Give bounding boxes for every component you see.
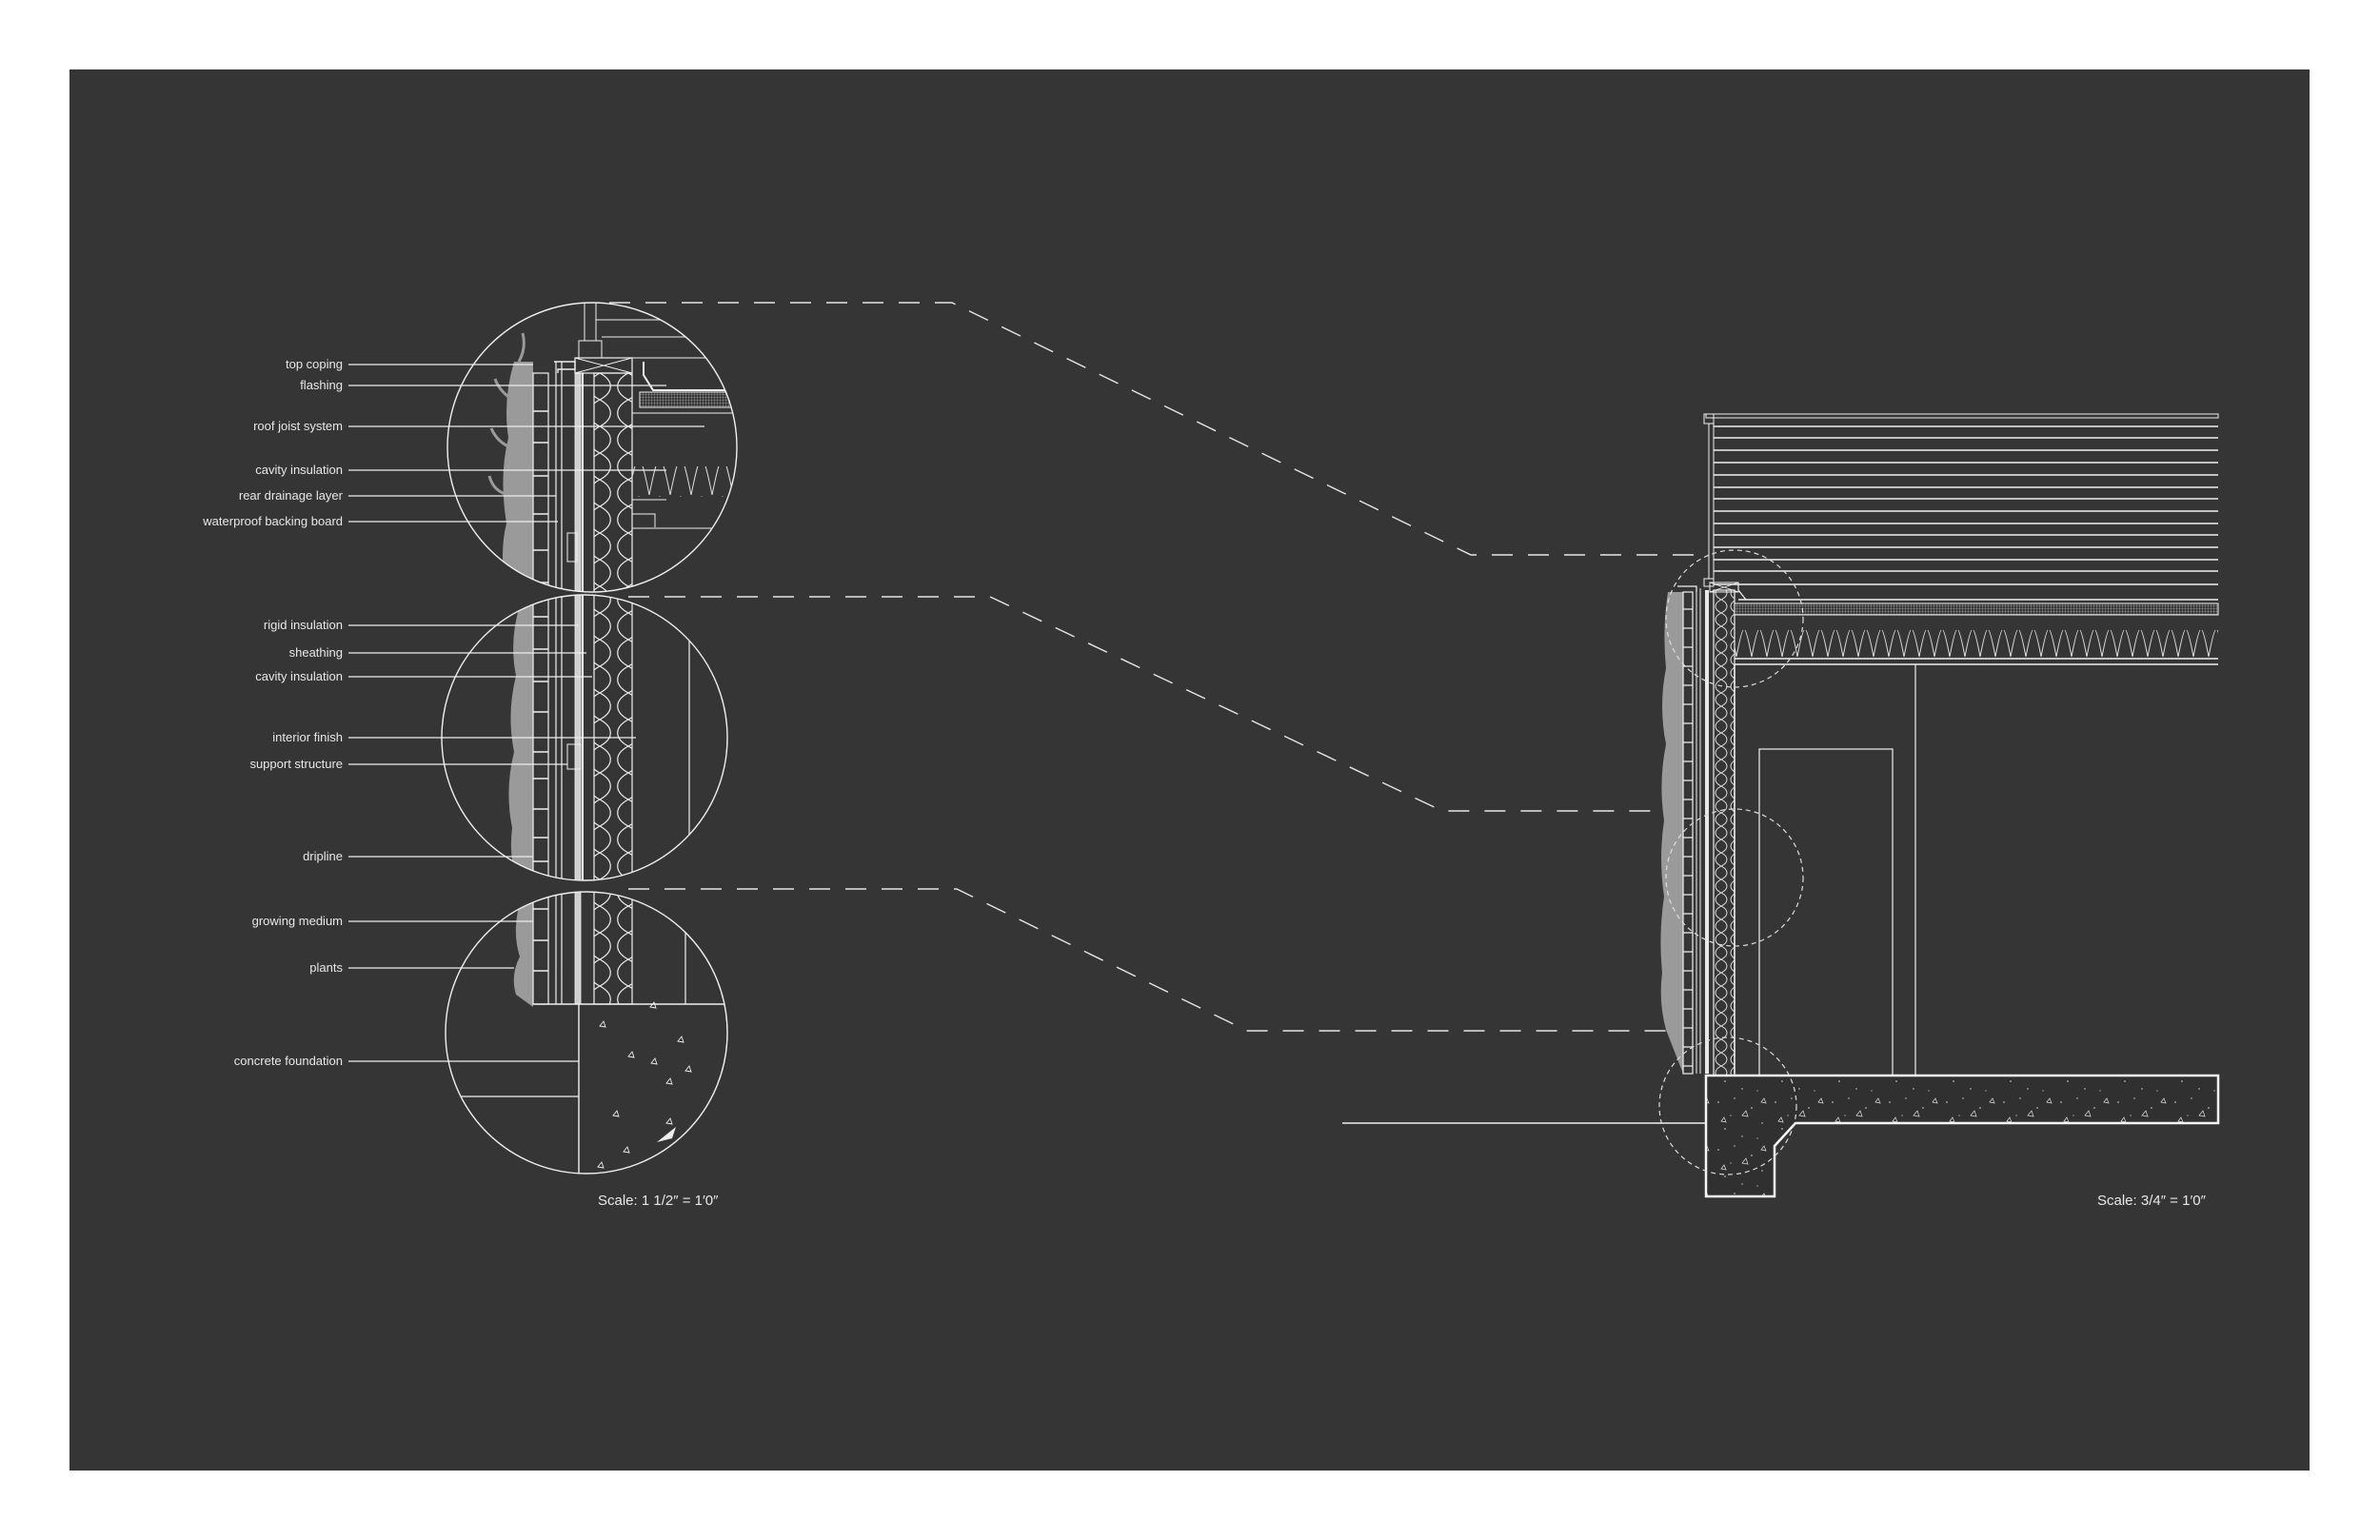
label-dripline: dripline [303, 849, 343, 863]
detail-scale-label: Scale: 1 1/2″ = 1′0″ [598, 1193, 719, 1209]
detail-circle-middle [441, 594, 728, 881]
label-support-structure: support structure [249, 757, 343, 771]
label-sheathing: sheathing [288, 645, 343, 660]
detail-circle-lower [445, 891, 728, 1175]
label-roof-joist-system: roof joist system [253, 419, 343, 433]
drawing-sheet [69, 69, 2310, 1471]
label-concrete-foundation: concrete foundation [233, 1054, 343, 1068]
label-top-coping: top coping [286, 357, 343, 371]
label-rigid-insulation: rigid insulation [263, 618, 343, 632]
section-scale-label: Scale: 3/4″ = 1′0″ [2097, 1193, 2206, 1209]
label-plants: plants [309, 960, 343, 975]
label-growing-medium: growing medium [251, 914, 343, 928]
dashed-connectors [609, 302, 1695, 1032]
label-interior-finish: interior finish [272, 730, 343, 744]
detail-circle-upper [446, 302, 738, 593]
building-section [1342, 413, 2220, 1198]
leader-lines [348, 364, 704, 1062]
reference-circles [1658, 549, 1804, 1175]
label-cavity-insulation-middle: cavity insulation [255, 669, 343, 683]
label-cavity-insulation-upper: cavity insulation [255, 463, 343, 477]
label-waterproof-backing-board: waterproof backing board [203, 514, 343, 528]
label-rear-drainage-layer: rear drainage layer [238, 488, 343, 503]
label-flashing: flashing [300, 378, 343, 392]
